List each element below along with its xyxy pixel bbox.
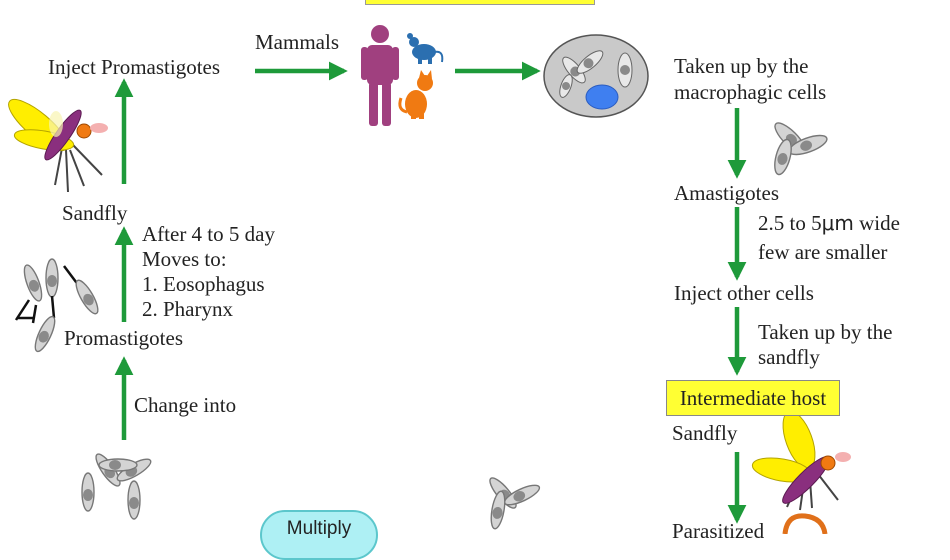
cycle-arrows (114, 61, 747, 524)
cat-icon (398, 70, 433, 119)
parasitized-curl-icon (782, 513, 828, 534)
inject-promastigotes-label: Inject Promastigotes (48, 55, 221, 79)
promastigotes-label: Promastigotes (64, 326, 183, 350)
top-highlight-box (365, 0, 595, 5)
size-line1: 2.5 to 5μm wide (758, 211, 900, 236)
promastigotes-cluster-icon (14, 258, 103, 355)
bottom-left-parasites-icon (81, 450, 155, 520)
sandfly-right-label: Sandfly (672, 421, 738, 445)
inject-other-cells-label: Inject other cells (674, 281, 814, 305)
moves-to-label: Moves to: (142, 247, 227, 271)
intermediate-host-badge: Intermediate host (666, 380, 840, 416)
macrophage-cell-icon (543, 34, 649, 118)
life-cycle-diagram (8, 25, 851, 534)
sandfly-left-label: Sandfly (62, 201, 128, 225)
multiply-badge: Multiply (260, 510, 378, 560)
parasitized-label: Parasitized (672, 519, 765, 543)
amastigotes-label: Amastigotes (674, 181, 779, 205)
size-value: 2.5 to 5 (758, 211, 822, 235)
sandfly-right-icon (751, 410, 851, 511)
mouse-icon (407, 33, 444, 64)
bottom-middle-parasites-icon (485, 473, 543, 531)
pharynx-label: 2. Pharynx (142, 297, 233, 321)
eosophagus-label: 1. Eosophagus (142, 272, 265, 296)
amastigotes-icon (774, 122, 828, 176)
size-unit: μm (821, 211, 854, 235)
change-into-label: Change into (134, 393, 237, 417)
taken-up-macro-line1: Taken up by the (674, 54, 809, 78)
human-icon (361, 25, 399, 126)
taken-up-sandfly-line1: Taken up by the (758, 320, 893, 344)
taken-up-macro-line2: macrophagic cells (674, 80, 827, 104)
mammals-label: Mammals (255, 30, 339, 54)
after-days-label: After 4 to 5 day (142, 222, 275, 246)
size-line2: few are smaller (758, 240, 888, 264)
taken-up-sandfly-line2: sandfly (758, 345, 820, 369)
size-suffix: wide (853, 211, 900, 235)
sandfly-left-icon (8, 99, 108, 193)
